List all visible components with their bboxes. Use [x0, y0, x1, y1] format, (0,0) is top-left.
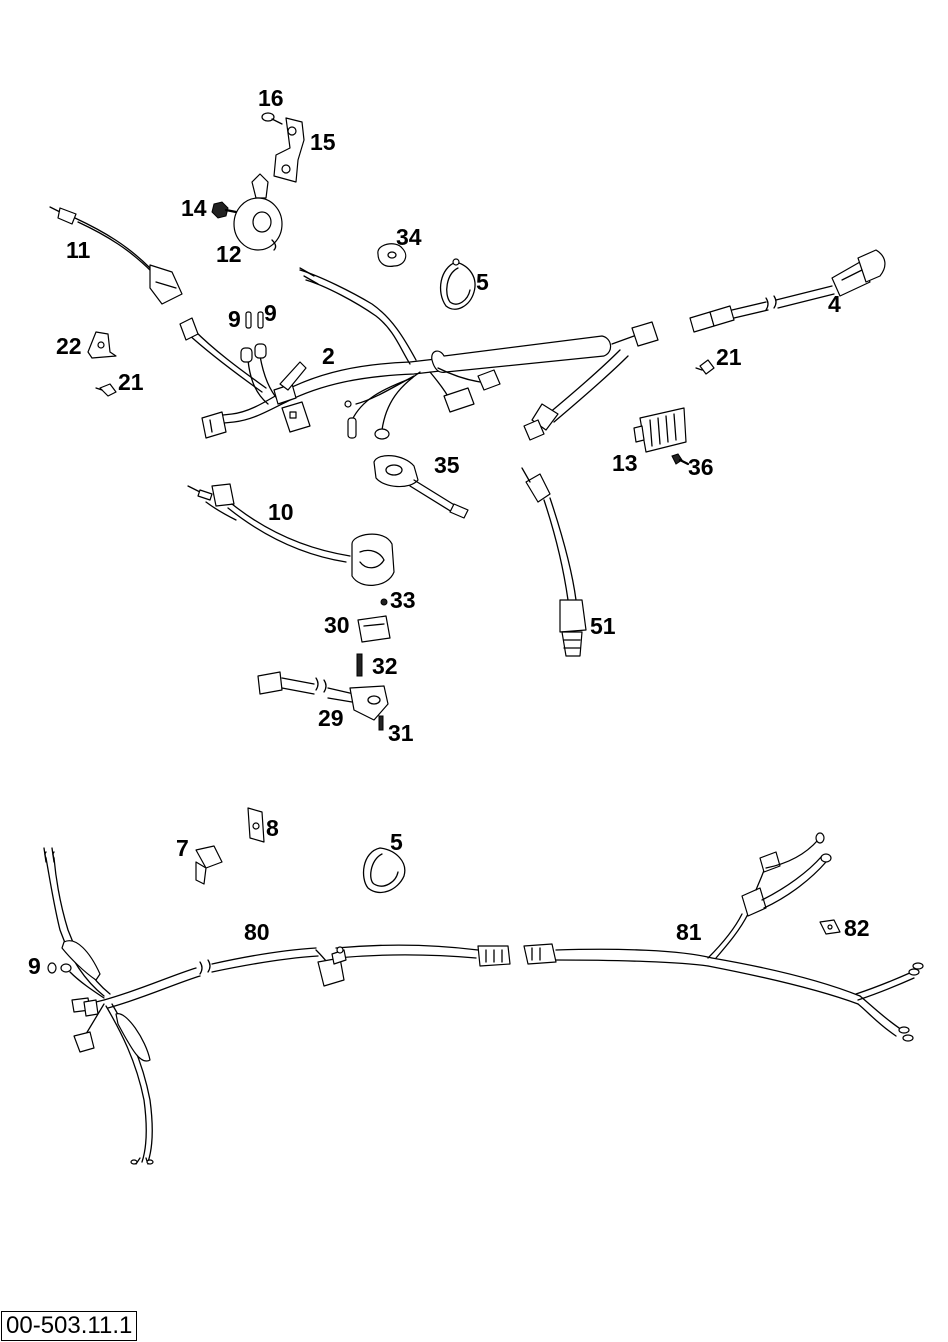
label-5-top: 5 [476, 269, 489, 295]
label-9-b: 9 [264, 300, 277, 326]
part-33-nut [380, 598, 388, 606]
label-8: 8 [266, 815, 279, 841]
part-34-grommet [377, 243, 407, 267]
part-5-cable-tie-top [439, 258, 476, 310]
part-22-bracket [87, 331, 117, 359]
label-31: 31 [388, 720, 414, 746]
part-80-harness [43, 847, 511, 1165]
part-15-bracket [273, 117, 305, 183]
part-13-regulator [633, 407, 687, 453]
label-33: 33 [390, 587, 416, 613]
part-36-screw [671, 453, 690, 466]
part-7-relay [195, 845, 223, 885]
part-82-plate [819, 919, 841, 935]
label-13: 13 [612, 450, 638, 476]
part-30-cover [357, 615, 391, 643]
label-5-bottom: 5 [390, 829, 403, 855]
part-35-relay [373, 455, 469, 519]
label-11: 11 [66, 237, 91, 263]
label-51: 51 [590, 613, 616, 639]
document-code: 00-503.11.1 [1, 1311, 138, 1341]
label-29: 29 [318, 705, 344, 731]
label-16: 16 [258, 85, 284, 111]
label-7: 7 [176, 835, 189, 861]
part-21-clip-right [695, 359, 715, 375]
part-9-terminals [245, 311, 264, 329]
label-2: 2 [322, 343, 335, 369]
part-11-sensor-lead [49, 206, 183, 305]
part-12-horn [233, 173, 283, 251]
part-8-bracket [247, 807, 265, 843]
part-10-ignition-lead [187, 483, 395, 586]
label-35: 35 [434, 452, 460, 478]
part-number-labels: 16 15 14 12 11 34 5 4 9 9 22 21 2 21 35 … [28, 85, 870, 979]
part-31-screw [378, 715, 384, 731]
label-32: 32 [372, 653, 398, 679]
part-21-clip-left [95, 383, 117, 397]
label-14: 14 [181, 195, 207, 221]
label-22: 22 [56, 333, 82, 359]
part-2-main-harness [179, 267, 659, 441]
part-4-lead [689, 249, 886, 333]
part-51-switch [521, 467, 587, 657]
label-21-left: 21 [118, 369, 144, 395]
label-81: 81 [676, 919, 702, 945]
label-36: 36 [688, 454, 714, 480]
part-5-cable-tie-bottom [362, 847, 406, 893]
part-29-sensor [257, 671, 389, 721]
label-30: 30 [324, 612, 350, 638]
label-10: 10 [268, 499, 294, 525]
label-82: 82 [844, 915, 870, 941]
part-9-terminal-bottom [47, 962, 57, 974]
label-15: 15 [310, 129, 336, 155]
label-9-a: 9 [228, 306, 241, 332]
label-12: 12 [216, 241, 242, 267]
label-80: 80 [244, 919, 270, 945]
part-32-screw [356, 653, 363, 677]
part-16-screw [261, 112, 283, 125]
label-4: 4 [828, 291, 841, 317]
part-81-harness [523, 832, 924, 1042]
label-34: 34 [396, 224, 422, 250]
label-9-c: 9 [28, 953, 41, 979]
part-14-nut [211, 201, 238, 219]
label-21-right: 21 [716, 344, 742, 370]
